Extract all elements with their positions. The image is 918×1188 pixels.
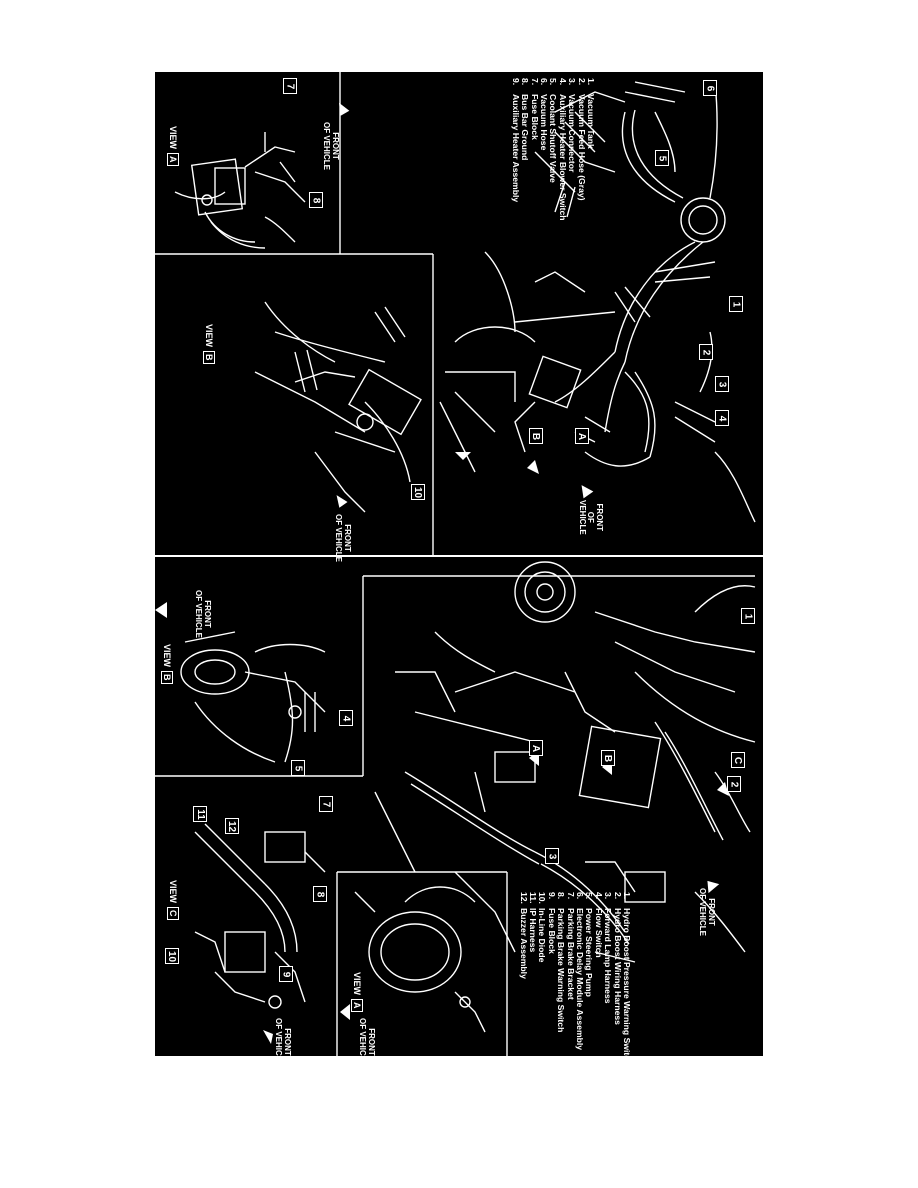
callout-bottom-b: B <box>601 750 615 766</box>
callout-bottom-11: 11 <box>193 806 207 822</box>
front-of-vehicle-label: FRONT OF VEHICLE <box>358 1018 376 1056</box>
legend-item: 2.Hydro Boost Wiring Harness <box>612 892 623 1025</box>
callout-bottom-9: 9 <box>279 966 293 982</box>
callout-bottom-a: A <box>529 740 543 756</box>
bottom-view-c-art <box>194 823 326 1009</box>
callout-top-1: 1 <box>729 296 743 312</box>
legend-item: 3.Forward Lamp Harness <box>603 892 614 1004</box>
callout-top-10: 10 <box>411 484 425 500</box>
bottom-main-art <box>374 561 756 963</box>
legend-item: 1.Hydro Boost Pressure Warning Switch <box>622 892 632 1056</box>
callout-top-b: B <box>529 428 543 444</box>
legend-item: 4.Flow Switch <box>593 892 604 958</box>
front-of-vehicle-label: FRONT OF VEHICLE <box>334 514 352 563</box>
callout-bottom-4: 4 <box>339 710 353 726</box>
front-of-vehicle-label: FRONT OF VEHICLE <box>194 590 212 639</box>
legend-item: 3.Vacuum Connector <box>567 78 578 173</box>
callout-bottom-3: 3 <box>545 848 559 864</box>
front-of-vehicle-label: FRONT OF VEHICLE <box>577 500 604 535</box>
legend-item: 6.Electronic Delay Module Assembly <box>574 892 585 1051</box>
top-main-art <box>439 81 756 523</box>
legend-bottom: 1.Hydro Boost Pressure Warning Switch 2.… <box>518 892 632 1056</box>
bottom-view-a-art <box>354 886 486 1033</box>
legend-item: 9.Fuse Block <box>546 892 557 954</box>
callout-bottom-c: C <box>731 752 745 768</box>
front-of-vehicle-label: FRONT OF VEHICLE <box>274 1018 292 1056</box>
callout-bottom-12: 12 <box>225 818 239 834</box>
legend-item: 7.Fuse Block <box>529 78 540 140</box>
legend-item: 9.Auxiliary Heater Assembly <box>510 78 521 203</box>
legend-item: 11.IP Harness <box>527 892 538 953</box>
top-view-b-art <box>254 301 422 513</box>
callout-top-a: A <box>575 428 589 444</box>
legend-item: 7.Parking Brake Bracket <box>565 892 576 1000</box>
callout-top-7: 7 <box>283 78 297 94</box>
callout-top-3: 3 <box>715 376 729 392</box>
bottom-view-b-art <box>180 631 326 763</box>
callout-top-5: 5 <box>655 150 669 166</box>
legend-top: 1.Vacuum Tank 2.Vacuum Feed Hose (Gray) … <box>510 78 596 221</box>
callout-top-2: 2 <box>699 344 713 360</box>
callout-top-8: 8 <box>309 192 323 208</box>
callout-bottom-8: 8 <box>313 886 327 902</box>
legend-item: 12.Buzzer Assembly <box>518 892 529 979</box>
legend-item: 1.Vacuum Tank <box>586 78 596 149</box>
diagram-sheet: 1.Vacuum Tank 2.Vacuum Feed Hose (Gray) … <box>155 72 763 1056</box>
front-of-vehicle-label: FRONT OF VEHICLE <box>322 122 340 171</box>
callout-bottom-5: 5 <box>291 760 305 776</box>
legend-item: 6.Vacuum Hose <box>538 78 549 151</box>
line-art <box>155 72 763 1056</box>
callout-top-4: 4 <box>715 410 729 426</box>
arrows <box>155 102 729 1044</box>
legend-item: 5.Coolant Shutoff Valve <box>548 78 559 183</box>
legend-item: 2.Vacuum Feed Hose (Gray) <box>576 78 587 201</box>
legend-item: 8.Parking Brake Warning Switch <box>556 892 567 1033</box>
legend-item: 4.Auxiliary Heater Blower Switch <box>557 78 568 221</box>
panel-borders <box>155 72 763 1056</box>
callout-top-6: 6 <box>703 80 717 96</box>
front-of-vehicle-label: FRONT OF VEHICLE <box>698 888 716 937</box>
callout-bottom-7: 7 <box>319 796 333 812</box>
legend-item: 8.Bus Bar Ground <box>520 78 531 161</box>
callout-bottom-2: 2 <box>727 776 741 792</box>
legend-item: 10.In-Line Diode <box>537 892 548 963</box>
legend-item: 5.Power Steering Pump <box>584 892 595 997</box>
top-view-a-art <box>174 132 306 249</box>
callout-bottom-10: 10 <box>165 948 179 964</box>
callout-bottom-1: 1 <box>741 608 755 624</box>
